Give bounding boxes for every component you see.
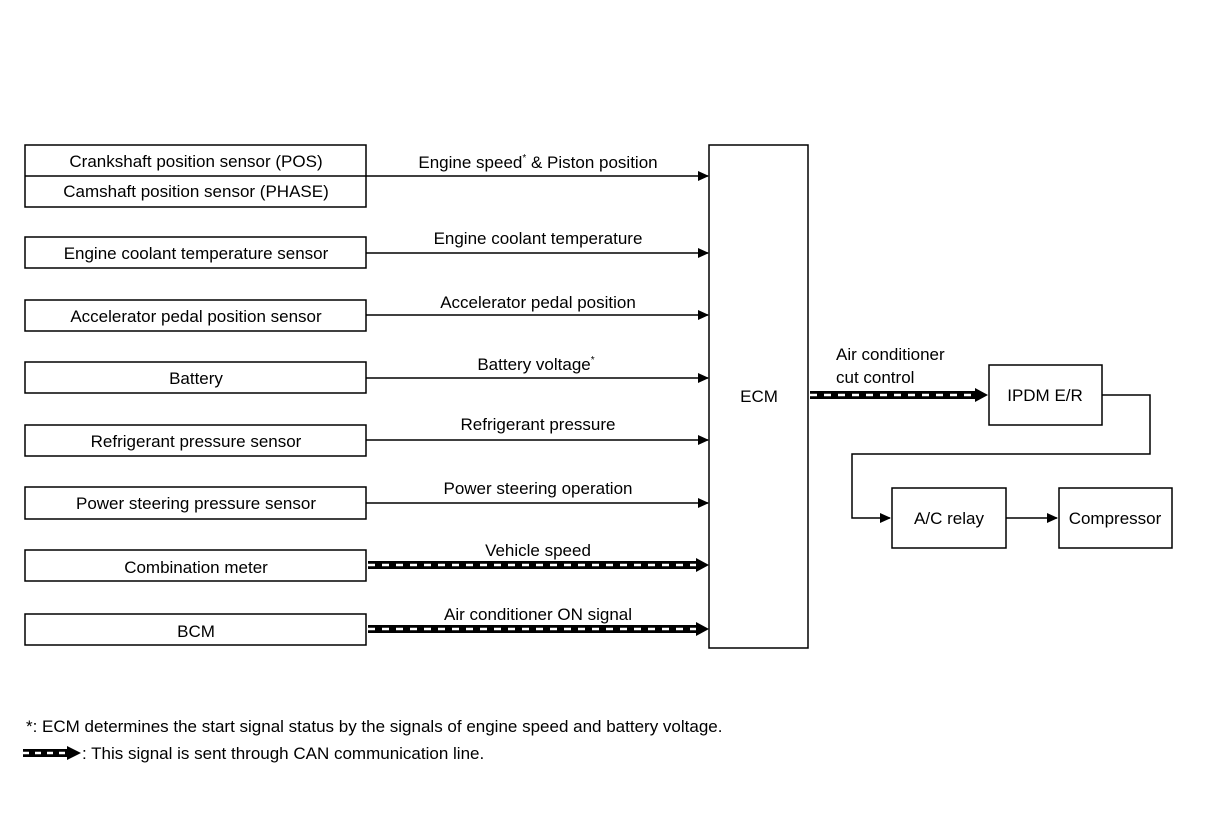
compressor-label: Compressor — [1069, 509, 1162, 528]
ac-on-signal-label: Air conditioner ON signal — [444, 605, 632, 624]
crank-cam-sensor-box: Crankshaft position sensor (POS) Camshaf… — [24, 144, 367, 208]
app-sensor-box: Accelerator pedal position sensor — [24, 299, 367, 332]
ps-signal-label: Power steering operation — [443, 479, 632, 498]
signal-lines — [366, 171, 709, 508]
ac-relay-label: A/C relay — [914, 509, 984, 528]
ipdm-to-relay-line — [851, 394, 1151, 523]
bcm-box: BCM — [24, 613, 367, 646]
app-signal-label: Accelerator pedal position — [440, 293, 636, 312]
camshaft-sensor-label: Camshaft position sensor (PHASE) — [63, 182, 329, 201]
app-sensor-label: Accelerator pedal position sensor — [70, 307, 322, 326]
refrigerant-sensor-box: Refrigerant pressure sensor — [24, 424, 367, 457]
vehicle-speed-label: Vehicle speed — [485, 541, 591, 560]
bcm-label: BCM — [177, 622, 215, 641]
compressor-box: Compressor — [1058, 487, 1173, 549]
asterisk-note: *: ECM determines the start signal statu… — [26, 717, 722, 736]
ect-signal-label: Engine coolant temperature — [434, 229, 643, 248]
ac-cut-label-line1: Air conditioner — [836, 345, 945, 364]
ps-sensor-box: Power steering pressure sensor — [24, 486, 367, 520]
can-lines — [368, 388, 988, 636]
ect-sensor-label: Engine coolant temperature sensor — [64, 244, 329, 263]
ac-cut-can-line — [810, 388, 988, 402]
signal-labels: Engine speed* & Piston position Engine c… — [418, 153, 945, 624]
ipdm-box: IPDM E/R — [988, 364, 1103, 426]
refrigerant-signal-label: Refrigerant pressure — [461, 415, 616, 434]
battery-label: Battery — [169, 369, 223, 388]
crankshaft-sensor-label: Crankshaft position sensor (POS) — [69, 152, 322, 171]
battery-signal-label: Battery voltage* — [477, 355, 594, 374]
ac-on-can-line — [368, 622, 709, 636]
ect-sensor-box: Engine coolant temperature sensor — [24, 236, 367, 269]
ac-cut-label-line2: cut control — [836, 368, 914, 387]
ps-sensor-label: Power steering pressure sensor — [76, 494, 316, 513]
refrigerant-sensor-label: Refrigerant pressure sensor — [91, 432, 302, 451]
crank-signal-label: Engine speed* & Piston position — [418, 153, 657, 172]
combination-meter-label: Combination meter — [124, 558, 268, 577]
ac-relay-box: A/C relay — [891, 487, 1007, 549]
can-legend-arrow-icon — [23, 746, 81, 760]
can-note: : This signal is sent through CAN commun… — [82, 744, 484, 763]
ecm-label: ECM — [740, 387, 778, 406]
combination-meter-box: Combination meter — [24, 549, 367, 582]
vehicle-speed-can-line — [368, 558, 709, 572]
battery-box: Battery — [24, 361, 367, 394]
ipdm-label: IPDM E/R — [1007, 386, 1083, 405]
ecm-box: ECM — [708, 144, 809, 649]
footnotes: *: ECM determines the start signal statu… — [23, 717, 722, 763]
